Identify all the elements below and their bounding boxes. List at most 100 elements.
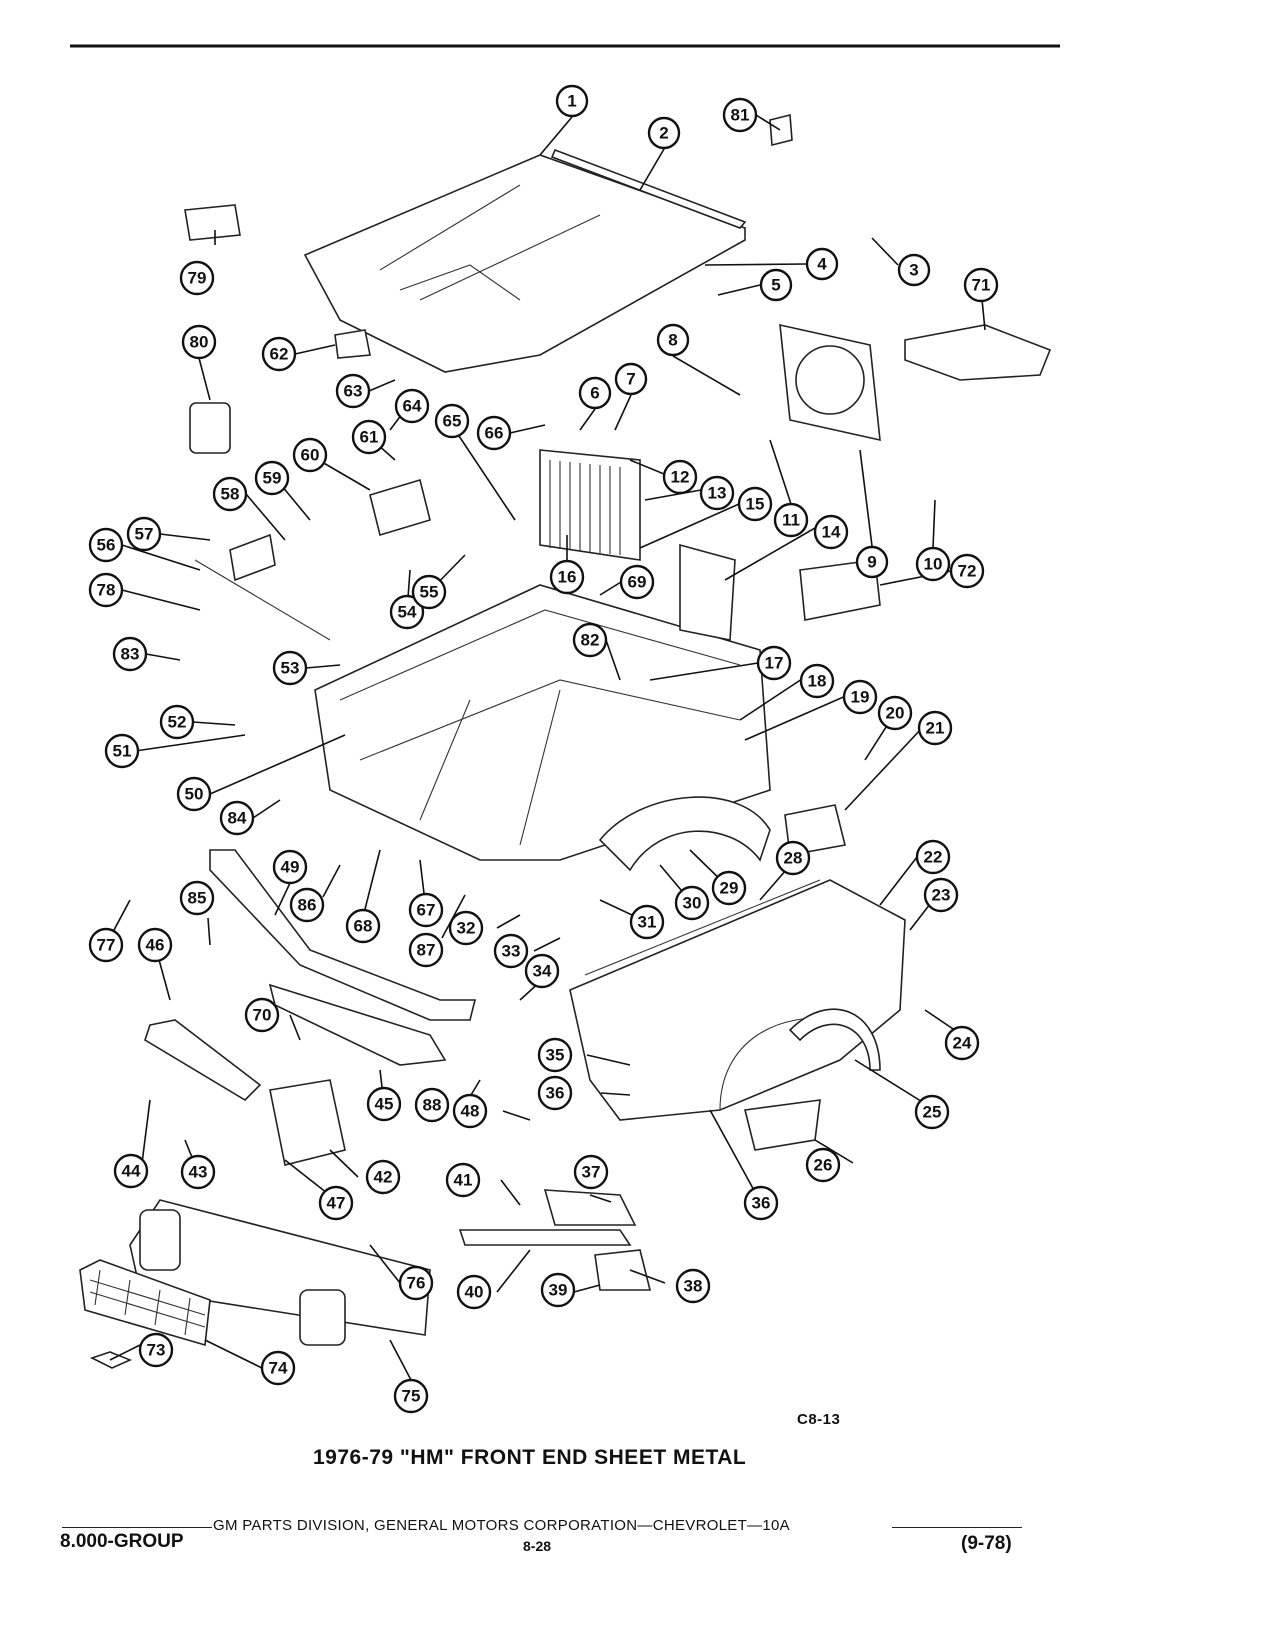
callouts: 1 2 3 4 5 6 7 8 9 10 11 12 13 14 15 16 1… <box>88 84 999 1414</box>
svg-text:12: 12 <box>671 468 690 487</box>
svg-text:69: 69 <box>628 573 647 592</box>
callout-43: 43 <box>180 1154 216 1190</box>
svg-text:22: 22 <box>924 848 943 867</box>
callout-82: 82 <box>572 622 608 658</box>
svg-text:67: 67 <box>417 901 436 920</box>
callout-41: 41 <box>445 1162 481 1198</box>
svg-text:19: 19 <box>851 688 870 707</box>
callout-59: 59 <box>254 460 290 496</box>
callout-35: 35 <box>537 1037 573 1073</box>
hood-panel <box>303 154 746 373</box>
callout-47: 47 <box>318 1185 354 1221</box>
svg-text:55: 55 <box>420 583 439 602</box>
callout-46: 46 <box>137 927 173 963</box>
svg-text:60: 60 <box>301 446 320 465</box>
svg-text:51: 51 <box>113 742 132 761</box>
callout-67: 67 <box>408 892 444 928</box>
svg-text:76: 76 <box>407 1274 426 1293</box>
filler-panel <box>144 1019 262 1102</box>
svg-text:13: 13 <box>708 484 727 503</box>
svg-text:3: 3 <box>909 261 918 280</box>
callout-13: 13 <box>699 475 735 511</box>
svg-text:11: 11 <box>782 511 800 530</box>
part-drawings <box>79 113 1052 1369</box>
svg-text:72: 72 <box>958 562 977 581</box>
callout-49: 49 <box>272 849 308 885</box>
svg-text:70: 70 <box>253 1006 272 1025</box>
svg-text:36: 36 <box>546 1084 565 1103</box>
callout-51: 51 <box>104 733 140 769</box>
callout-32: 32 <box>448 910 484 946</box>
fender-flare <box>788 1008 881 1071</box>
svg-text:21: 21 <box>926 719 945 738</box>
svg-text:77: 77 <box>97 936 116 955</box>
callout-26: 26 <box>805 1147 841 1183</box>
splash-shield <box>799 559 881 621</box>
callout-48: 48 <box>452 1093 488 1129</box>
fender <box>569 879 906 1121</box>
hood-seal <box>550 148 747 229</box>
callout-71: 71 <box>963 267 999 303</box>
callout-60: 60 <box>292 437 328 473</box>
callout-57: 57 <box>126 516 162 552</box>
svg-text:29: 29 <box>720 879 739 898</box>
canister <box>189 402 231 454</box>
hood-spring <box>769 113 793 147</box>
svg-text:44: 44 <box>122 1162 141 1181</box>
svg-text:47: 47 <box>327 1194 346 1213</box>
bracket-39 <box>594 1249 652 1291</box>
svg-text:43: 43 <box>189 1163 208 1182</box>
svg-text:59: 59 <box>263 469 282 488</box>
svg-text:23: 23 <box>932 886 951 905</box>
fender-bracket <box>229 533 276 582</box>
callout-29: 29 <box>711 870 747 906</box>
callout-69: 69 <box>619 564 655 600</box>
callout-85: 85 <box>179 880 215 916</box>
callout-66: 66 <box>476 415 512 451</box>
support-brace <box>458 1229 632 1246</box>
callout-50: 50 <box>176 776 212 812</box>
svg-text:20: 20 <box>886 704 905 723</box>
svg-text:75: 75 <box>402 1387 421 1406</box>
svg-text:5: 5 <box>771 276 780 295</box>
callout-21: 21 <box>917 710 953 746</box>
hood-latch <box>334 329 371 359</box>
svg-text:36: 36 <box>752 1194 771 1213</box>
callout-23: 23 <box>923 877 959 913</box>
svg-text:7: 7 <box>626 370 635 389</box>
callout-36: 36 <box>537 1075 573 1111</box>
svg-text:74: 74 <box>269 1359 288 1378</box>
svg-text:15: 15 <box>746 495 765 514</box>
callout-88: 88 <box>414 1087 450 1123</box>
svg-text:14: 14 <box>822 523 841 542</box>
svg-text:24: 24 <box>953 1034 972 1053</box>
wheelhouse-liner <box>598 796 771 872</box>
svg-text:16: 16 <box>558 568 577 587</box>
callout-58: 58 <box>212 476 248 512</box>
callout-76: 76 <box>398 1265 434 1301</box>
callout-15: 15 <box>737 486 773 522</box>
svg-text:6: 6 <box>590 384 599 403</box>
svg-text:88: 88 <box>423 1096 442 1115</box>
svg-text:30: 30 <box>683 894 702 913</box>
svg-text:71: 71 <box>972 276 991 295</box>
footer-date: (9-78) <box>961 1533 1012 1554</box>
callout-54: 54 <box>389 594 425 630</box>
callout-72: 72 <box>949 553 985 589</box>
callout-37: 37 <box>573 1154 609 1190</box>
svg-text:35: 35 <box>546 1046 565 1065</box>
callout-84: 84 <box>219 800 255 836</box>
callout-65: 65 <box>434 403 470 439</box>
rear-splash <box>744 1099 821 1151</box>
callout-31: 31 <box>629 904 665 940</box>
callout-81: 81 <box>722 97 758 133</box>
callout-9: 9 <box>855 545 889 579</box>
callout-11: 11 <box>773 502 809 538</box>
svg-text:68: 68 <box>354 917 373 936</box>
bracket-37 <box>543 1189 637 1226</box>
svg-text:41: 41 <box>454 1171 473 1190</box>
svg-text:31: 31 <box>638 913 657 932</box>
svg-text:54: 54 <box>398 603 417 622</box>
svg-text:2: 2 <box>659 124 668 143</box>
